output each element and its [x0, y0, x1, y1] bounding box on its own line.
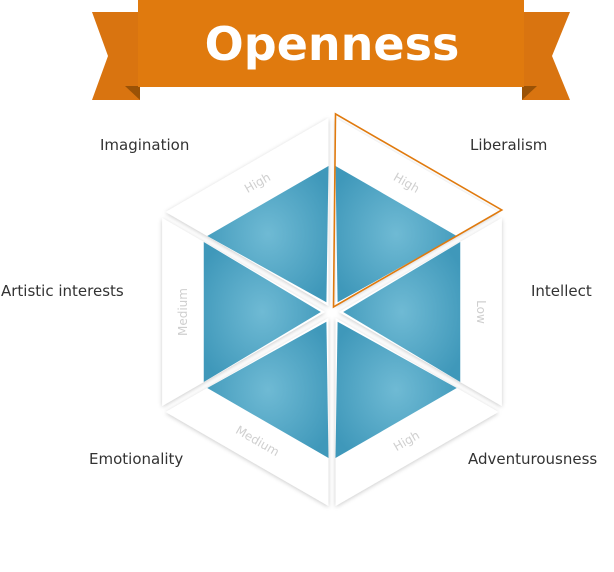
facet-liberalism: High [332, 112, 504, 309]
facet-emotionality: Medium [165, 318, 329, 507]
facet-fill-emotionality [207, 321, 329, 459]
facet-fill-imagination [207, 165, 329, 303]
facet-label-intellect: Intellect [531, 282, 592, 300]
facet-imagination: High [165, 117, 329, 306]
facet-highlight-liberalism [332, 112, 504, 309]
banner-title: Openness [205, 17, 460, 71]
facet-adventurousness: High [335, 318, 499, 507]
title-banner: Openness [92, 0, 570, 100]
facet-level-intellect: Low [474, 300, 488, 324]
facet-label-liberalism: Liberalism [470, 136, 548, 154]
facet-fill-artistic-interests [203, 242, 321, 382]
facet-fill-intellect [343, 242, 461, 382]
facet-intellect: Low [339, 218, 502, 406]
banner-body [138, 0, 524, 87]
facet-label-artistic-interests: Artistic interests [1, 282, 124, 300]
facet-artistic-interests: Medium [162, 218, 325, 406]
facet-fill-adventurousness [335, 321, 457, 459]
banner-left-fold [125, 86, 140, 100]
facet-label-adventurousness: Adventurousness [468, 450, 598, 468]
facet-label-emotionality: Emotionality [89, 450, 184, 468]
banner-left-tail [92, 12, 140, 100]
facet-fill-liberalism [335, 165, 457, 303]
facet-label-imagination: Imagination [100, 136, 190, 154]
facet-level-artistic-interests: Medium [176, 288, 190, 336]
banner-right-tail [522, 12, 570, 100]
banner-right-fold [522, 86, 537, 100]
